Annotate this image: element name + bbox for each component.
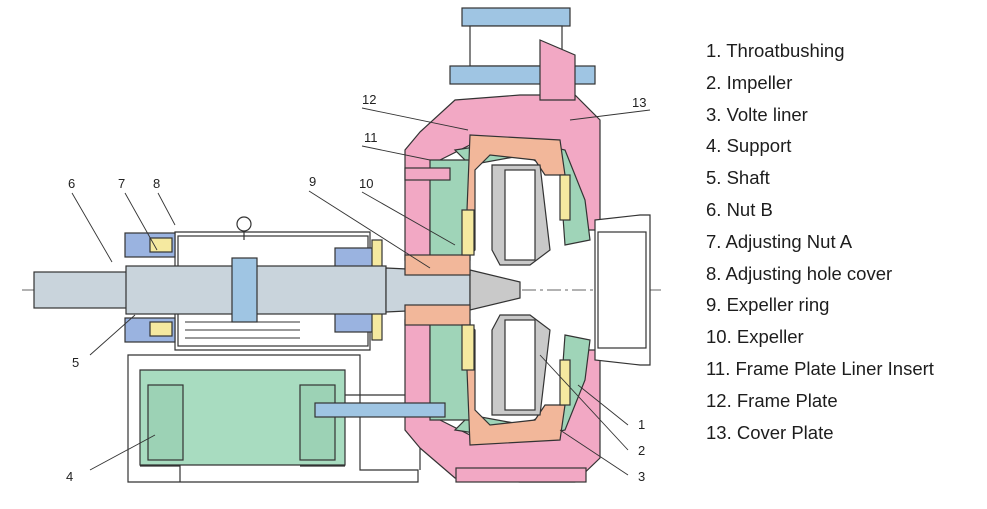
legend-item-expeller-ring: 9. Expeller ring [706, 294, 830, 316]
callout-6: 6 [68, 176, 75, 191]
parts-legend: 1. Throatbushing 2. Impeller 3. Volte li… [706, 38, 934, 451]
callout-1: 1 [638, 417, 645, 432]
legend-item-frame-plate: 12. Frame Plate [706, 389, 838, 411]
legend-item-support: 4. Support [706, 135, 792, 157]
legend-item-volute-liner: 3. Volte liner [706, 103, 808, 125]
legend-item-nut-b: 6. Nut B [706, 198, 773, 220]
legend-item-frame-plate-liner-insert: 11. Frame Plate Liner Insert [706, 357, 934, 379]
shaft [33, 257, 471, 323]
tie-bolts [314, 167, 587, 483]
callout-8: 8 [153, 176, 160, 191]
legend-item-adjusting-nut-a: 7. Adjusting Nut A [706, 230, 853, 252]
impeller [469, 164, 551, 416]
callout-labels: 1 2 3 4 5 6 7 8 9 10 11 12 13 [66, 92, 646, 484]
callout-11: 11 [364, 130, 378, 145]
legend-item-adjusting-hole-cover: 8. Adjusting hole cover [706, 262, 893, 284]
legend-item-shaft: 5. Shaft [706, 167, 770, 189]
legend-item-impeller: 2. Impeller [706, 71, 793, 93]
callout-9: 9 [309, 174, 316, 189]
callout-10: 10 [359, 176, 373, 191]
callout-7: 7 [118, 176, 125, 191]
callout-12: 12 [362, 92, 376, 107]
callout-3: 3 [638, 469, 645, 484]
callout-5: 5 [72, 355, 79, 370]
legend-item-throatbushing: 1. Throatbushing [706, 40, 845, 61]
leader-lines [71, 107, 651, 476]
support-base [127, 354, 421, 483]
callout-2: 2 [638, 443, 645, 458]
callout-4: 4 [66, 469, 73, 484]
legend-item-cover-plate: 13. Cover Plate [706, 421, 834, 443]
discharge-outlet [449, 7, 596, 101]
legend-item-expeller: 10. Expeller [706, 326, 804, 348]
callout-13: 13 [632, 95, 646, 110]
